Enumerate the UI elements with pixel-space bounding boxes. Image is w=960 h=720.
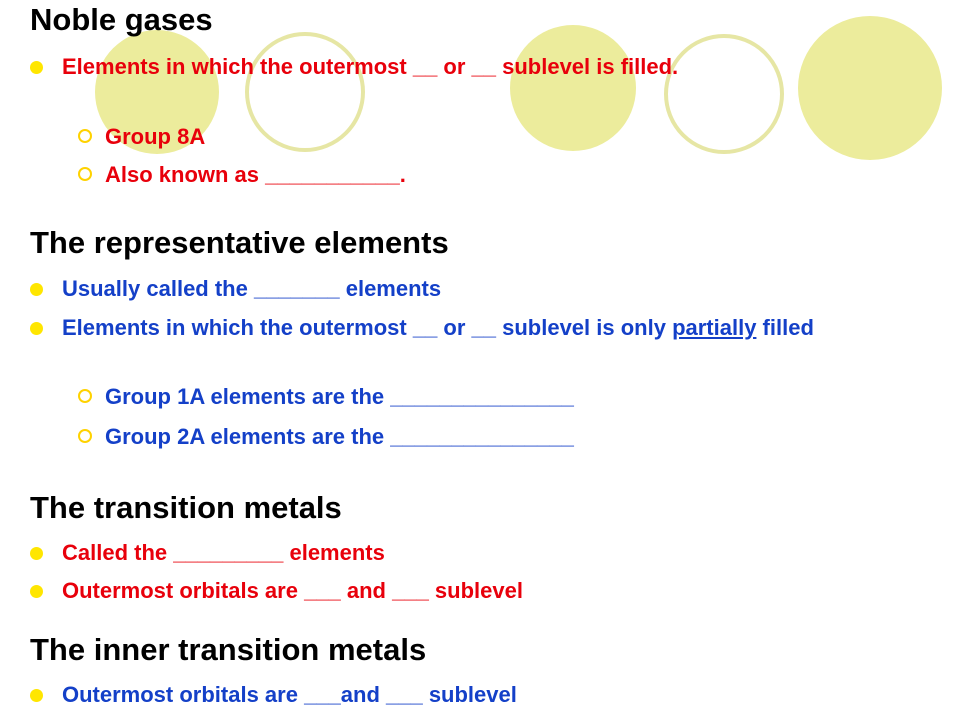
- bullet-noble-1: Elements in which the outermost __ or __…: [30, 54, 890, 80]
- bullet-dot-icon: [30, 61, 43, 74]
- heading-representative: The representative elements: [30, 225, 449, 260]
- bullet-rep-1: Usually called the _______ elements: [30, 276, 441, 302]
- ring-bullet-icon: [78, 429, 92, 443]
- sub-rep-1: Group 1A elements are the ______________…: [78, 384, 574, 410]
- heading-transition: The transition metals: [30, 490, 342, 525]
- bullet-dot-icon: [30, 585, 43, 598]
- heading-inner-transition: The inner transition metals: [30, 632, 427, 667]
- bullet-inner-1: Outermost orbitals are ___and ___ sublev…: [30, 682, 517, 708]
- bullet-trans-1: Called the _________ elements: [30, 540, 385, 566]
- deco-circle-5: [798, 16, 942, 160]
- bullet-dot-icon: [30, 689, 43, 702]
- bullet-dot-icon: [30, 283, 43, 296]
- sub-rep-2: Group 2A elements are the ______________…: [78, 424, 574, 450]
- bullet-rep-2: Elements in which the outermost __ or __…: [30, 315, 945, 341]
- bullet-dot-icon: [30, 547, 43, 560]
- decorative-circles: [95, 16, 942, 160]
- heading-noble-gases: Noble gases: [30, 2, 213, 37]
- deco-circle-1: [95, 30, 219, 154]
- ring-bullet-icon: [78, 389, 92, 403]
- deco-circle-4: [664, 34, 784, 154]
- bullet-trans-2: Outermost orbitals are ___ and ___ suble…: [30, 578, 523, 604]
- sub-noble-1: Group 8A: [78, 124, 205, 150]
- deco-circle-2: [245, 32, 365, 152]
- bullet-dot-icon: [30, 322, 43, 335]
- ring-bullet-icon: [78, 129, 92, 143]
- ring-bullet-icon: [78, 167, 92, 181]
- deco-circle-3: [510, 25, 636, 151]
- sub-noble-2: Also known as ___________.: [78, 162, 406, 188]
